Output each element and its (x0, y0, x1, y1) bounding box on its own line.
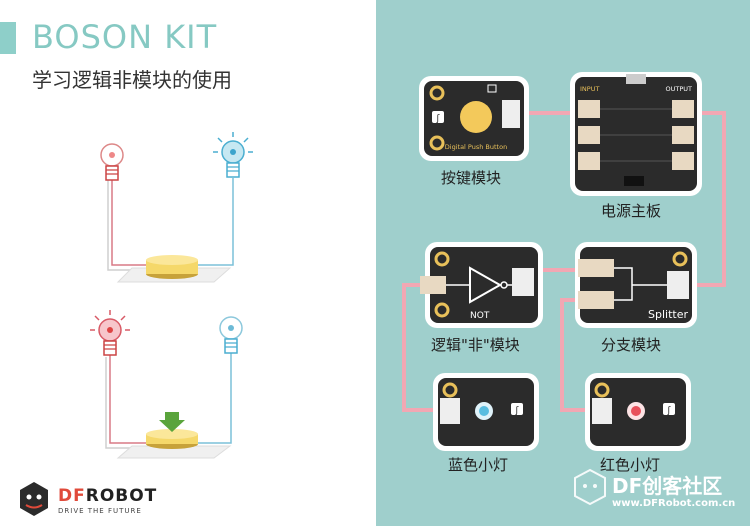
dfrobot-tagline: DRIVE THE FUTURE (58, 507, 142, 515)
power-board-module: INPUT OUTPUT (570, 72, 702, 196)
power-board-caption: 电源主板 (601, 202, 662, 220)
scene-2-red-bulb-icon (90, 310, 130, 356)
scene-2-base-plate (116, 445, 232, 459)
wire-power-to-splitter (696, 111, 726, 287)
splitter-caption: 分支模块 (601, 336, 662, 354)
splitter-module: Splitter (575, 242, 697, 328)
red-led-caption: 红色小灯 (600, 456, 661, 474)
push-button-caption: 按键模块 (441, 169, 502, 187)
community-watermark-url: www.DFRobot.com.cn (612, 498, 736, 509)
red-led-module: ʃ (585, 373, 691, 451)
lesson-title: 学习逻辑非模块的使用 (32, 68, 232, 92)
svg-text:ʃ: ʃ (666, 406, 671, 416)
wire-splitter-to-red-led (560, 298, 592, 412)
blue-led-caption: 蓝色小灯 (448, 456, 509, 474)
splitter-board-text: Splitter (648, 308, 688, 321)
not-module: NOT (420, 242, 543, 328)
push-button-board-text: Digital Push Button (445, 143, 507, 151)
svg-text:ʃ: ʃ (435, 114, 440, 124)
brand-title: BOSON KIT (32, 18, 218, 56)
not-board-text: NOT (470, 311, 490, 321)
not-module-caption: 逻辑"非"模块 (431, 336, 520, 354)
power-output-label: OUTPUT (666, 85, 693, 93)
dfrobot-logo-icon (20, 482, 48, 516)
scene-2-blue-bulb-icon (219, 316, 243, 354)
push-button-module: ʃ Digital Push Button (419, 76, 529, 161)
scene-1-red-bulb-icon (100, 143, 124, 181)
wire-not-to-blue-led (402, 283, 440, 412)
dfrobot-wordmark: DFROBOT (58, 486, 158, 506)
svg-text:ʃ: ʃ (514, 406, 519, 416)
press-down-arrow-icon (159, 412, 185, 432)
title-accent-bar (0, 22, 16, 54)
power-input-label: INPUT (580, 85, 599, 93)
watermark-logo-icon (574, 468, 606, 506)
scene-1-blue-bulb-icon (213, 132, 253, 178)
blue-led-module: ʃ (433, 373, 539, 451)
community-watermark: DF创客社区 (612, 474, 723, 498)
scene-2-button-top (146, 429, 198, 439)
scene-1-button-top (146, 255, 198, 265)
